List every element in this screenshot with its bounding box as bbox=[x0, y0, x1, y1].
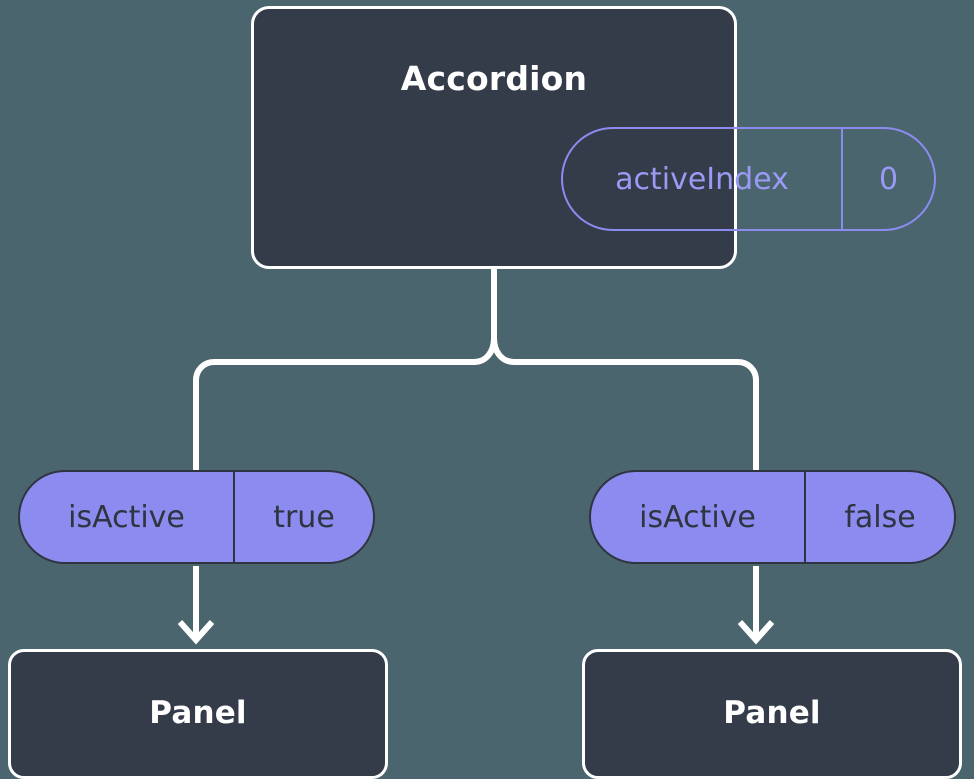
prop-chip-activeindex[interactable]: activeIndex 0 bbox=[561, 127, 936, 231]
prop-chip-isactive-right-key: isActive bbox=[591, 472, 806, 562]
prop-chip-isactive-right-value: false bbox=[844, 499, 916, 535]
connector-fork-left bbox=[193, 337, 497, 471]
node-accordion[interactable]: Accordion activeIndex 0 bbox=[251, 6, 936, 269]
arrowhead-right-icon bbox=[737, 620, 775, 645]
prop-chip-isactive-right[interactable]: isActive false bbox=[589, 470, 956, 564]
prop-chip-isactive-left[interactable]: isActive true bbox=[18, 470, 375, 564]
node-panel-right[interactable]: Panel bbox=[582, 649, 962, 779]
node-accordion-title: Accordion bbox=[400, 59, 588, 98]
arrowhead-left-icon bbox=[177, 620, 215, 645]
node-panel-left-title: Panel bbox=[149, 695, 247, 731]
prop-chip-isactive-left-key: isActive bbox=[20, 472, 235, 562]
connector-fork-right bbox=[491, 337, 759, 471]
prop-chip-activeindex-key: activeIndex bbox=[563, 129, 843, 229]
node-panel-right-title: Panel bbox=[723, 695, 821, 731]
node-panel-left[interactable]: Panel bbox=[8, 649, 388, 779]
prop-chip-isactive-left-value: true bbox=[273, 499, 335, 535]
prop-chip-activeindex-value: 0 bbox=[878, 161, 899, 197]
